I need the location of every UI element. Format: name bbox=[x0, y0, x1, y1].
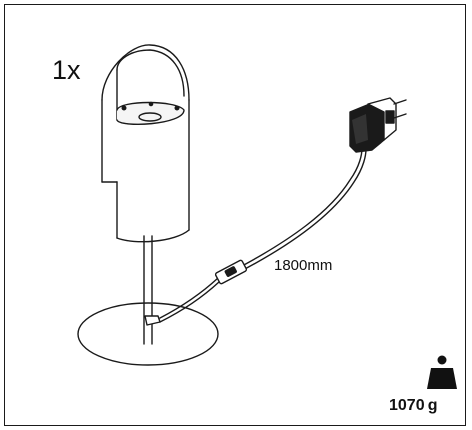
cable-length-label: 1800mm bbox=[274, 257, 333, 274]
lamp-base bbox=[77, 302, 219, 366]
lampshade bbox=[101, 44, 190, 243]
weight-icon bbox=[427, 355, 457, 389]
power-adapter-icon bbox=[349, 97, 407, 153]
inline-switch bbox=[214, 259, 248, 285]
quantity-label: 1x bbox=[52, 55, 81, 85]
diagram-frame bbox=[4, 4, 466, 426]
power-cord bbox=[159, 147, 367, 323]
lamp-stem bbox=[143, 235, 153, 345]
weight-label: 1070 g bbox=[389, 397, 438, 414]
